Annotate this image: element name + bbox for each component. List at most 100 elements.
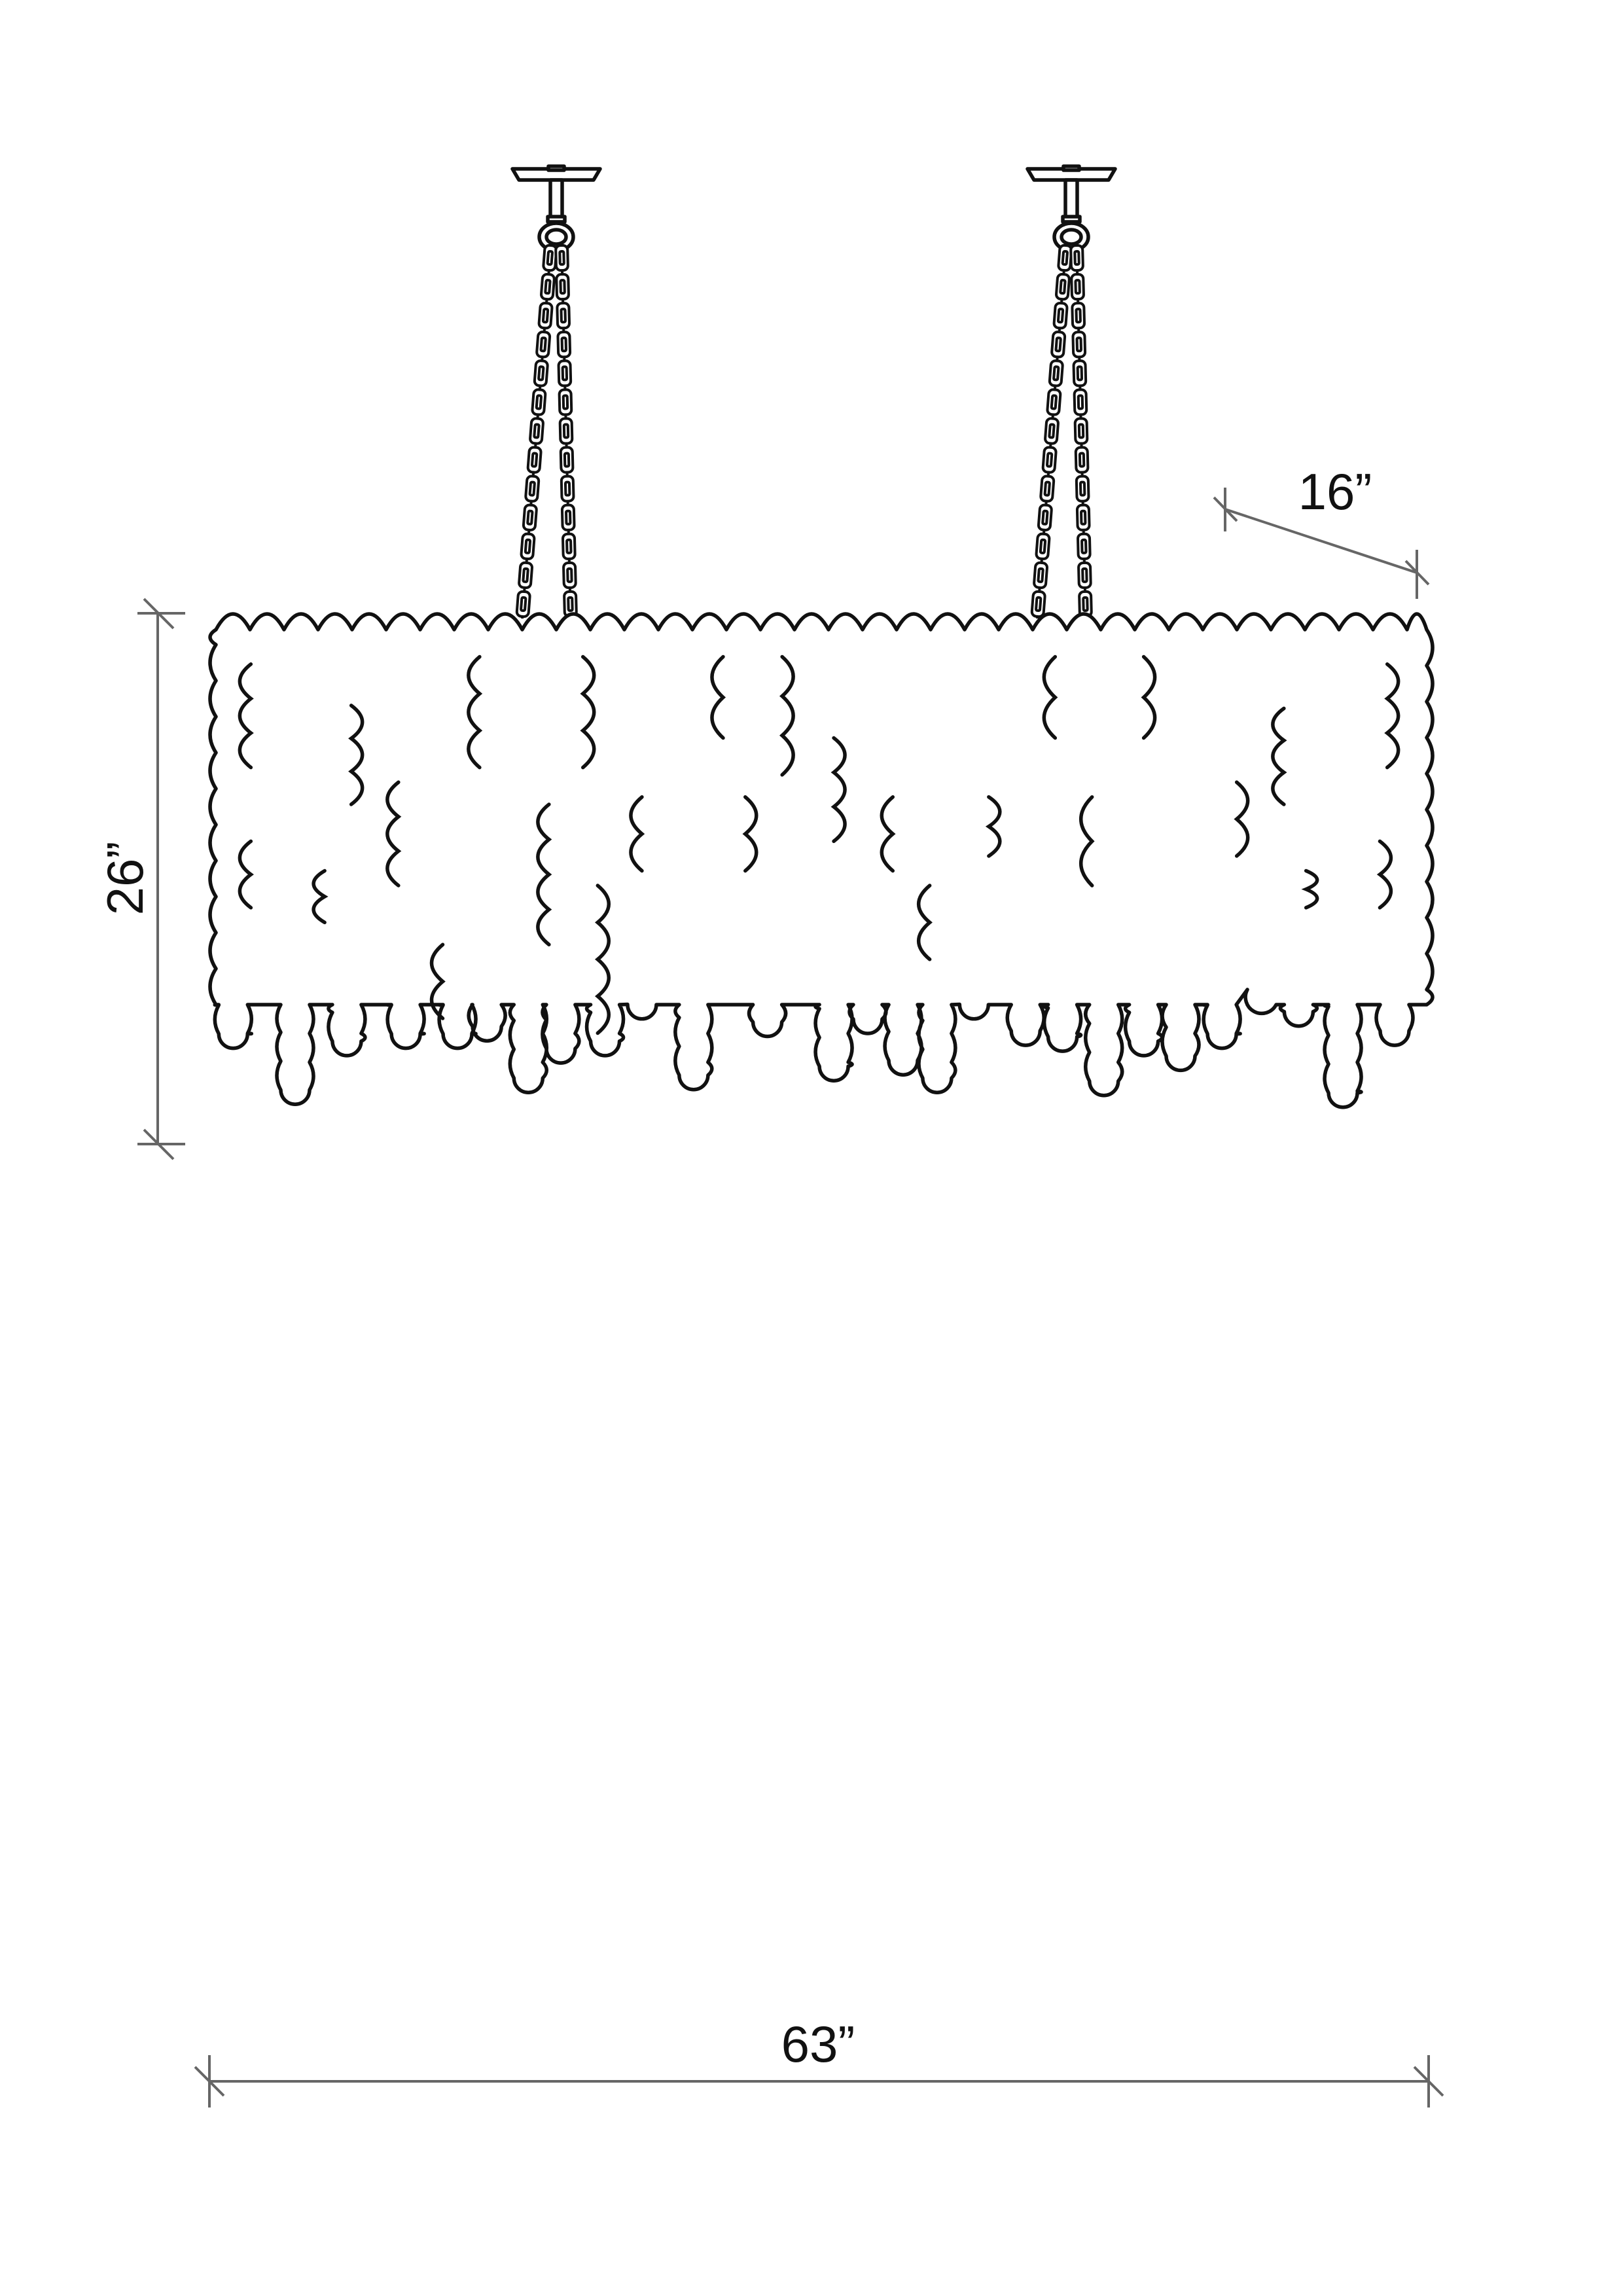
width-slash-right bbox=[1413, 2066, 1444, 2097]
canopy-cap bbox=[1061, 164, 1081, 172]
width-slash-left bbox=[194, 2066, 225, 2097]
chain-link-hole bbox=[1075, 308, 1082, 324]
chain-link-hole bbox=[1080, 509, 1087, 526]
strand-arc bbox=[742, 795, 758, 873]
chain-link-hole bbox=[567, 596, 574, 612]
strand-arc bbox=[1384, 662, 1400, 770]
chain-link-hole bbox=[1052, 365, 1060, 382]
ceiling-canopy bbox=[510, 167, 602, 182]
chain-link-hole bbox=[520, 596, 527, 613]
suspension-hardware bbox=[510, 164, 1117, 619]
chain-link-hole bbox=[1054, 336, 1062, 353]
chain-link-hole bbox=[528, 480, 536, 497]
chain-link-hole bbox=[1076, 365, 1084, 382]
strand-arc bbox=[1079, 795, 1095, 888]
chain-link-hole bbox=[1037, 567, 1044, 583]
strand-arc bbox=[594, 884, 611, 1035]
strand-arc bbox=[1301, 869, 1319, 910]
chain-link-hole bbox=[1048, 423, 1056, 439]
chain-link-hole bbox=[1059, 279, 1067, 295]
chandelier-body-outline bbox=[208, 612, 1435, 1109]
canopy-cap bbox=[546, 164, 566, 172]
chain-link-hole bbox=[1050, 394, 1058, 410]
chain-link-hole bbox=[1075, 336, 1082, 353]
stem bbox=[1063, 178, 1079, 220]
ceiling-canopy bbox=[1026, 167, 1117, 182]
strand-arc bbox=[1042, 655, 1058, 740]
strand-arc bbox=[429, 942, 446, 1020]
chain-link-hole bbox=[537, 365, 545, 382]
chain-link-hole bbox=[1078, 452, 1086, 468]
chain-link-hole bbox=[560, 336, 567, 353]
strand-arc bbox=[312, 869, 329, 925]
chain-link-hole bbox=[566, 567, 573, 583]
width-label: 63” bbox=[781, 2015, 855, 2073]
chain-link-hole bbox=[1081, 567, 1088, 583]
chain-link-hole bbox=[1041, 509, 1049, 526]
stem-collar bbox=[546, 215, 567, 224]
chain-ring-inner bbox=[1060, 228, 1083, 246]
height-slash-top bbox=[143, 598, 175, 630]
chain-link-hole bbox=[559, 279, 566, 295]
height-label: 26” bbox=[96, 842, 154, 916]
strand-arc bbox=[238, 839, 254, 910]
depth-dimension: 16” bbox=[1213, 463, 1430, 599]
chain-link-hole bbox=[1080, 538, 1088, 554]
chain-link-hole bbox=[535, 394, 543, 410]
chain-link-hole bbox=[1077, 423, 1085, 439]
strand-arc bbox=[238, 662, 254, 770]
chain-link-hole bbox=[563, 480, 571, 497]
chain-link-hole bbox=[531, 452, 539, 468]
strand-arc bbox=[385, 780, 402, 888]
strand-arc bbox=[348, 704, 365, 806]
chain-link-hole bbox=[539, 336, 547, 353]
chain-link-hole bbox=[558, 250, 565, 266]
chain-link-hole bbox=[562, 423, 570, 439]
chain-link-hole bbox=[563, 452, 571, 468]
depth-label: 16” bbox=[1298, 463, 1372, 520]
chain-link-hole bbox=[565, 538, 573, 554]
chain-link-hole bbox=[1061, 249, 1069, 266]
strand-arc bbox=[880, 795, 896, 873]
depth-dimension-line bbox=[1224, 508, 1418, 574]
chain-link-hole bbox=[1043, 480, 1051, 497]
chain-link-hole bbox=[546, 249, 554, 266]
chain-link-hole bbox=[533, 423, 541, 439]
strand-arc bbox=[830, 736, 847, 844]
strand-arc bbox=[1376, 839, 1393, 910]
chain-link-hole bbox=[522, 567, 529, 583]
chain-link-hole bbox=[1035, 596, 1043, 613]
chain-link-hole bbox=[565, 509, 572, 526]
strand-arc bbox=[536, 802, 552, 946]
chain-link-hole bbox=[1056, 308, 1065, 324]
chain-link-hole bbox=[560, 308, 567, 324]
strand-arc bbox=[1141, 655, 1157, 740]
chain-link-hole bbox=[1073, 250, 1080, 266]
strand-arc bbox=[467, 655, 483, 770]
chain-link-hole bbox=[1039, 538, 1047, 554]
chain-link-hole bbox=[1046, 452, 1054, 468]
height-slash-bottom bbox=[143, 1128, 175, 1160]
chain-link-hole bbox=[1082, 596, 1089, 612]
strand-arc bbox=[779, 655, 795, 777]
depth-slash-right bbox=[1404, 560, 1430, 586]
chain-link-hole bbox=[1079, 480, 1086, 497]
chain-ring-inner bbox=[544, 228, 568, 246]
strand-arc bbox=[917, 884, 933, 961]
chain-link-hole bbox=[544, 279, 552, 295]
stem bbox=[548, 178, 564, 220]
crystal-strand-details bbox=[238, 655, 1400, 1035]
height-dimension: 26” bbox=[96, 598, 185, 1160]
chain-link-hole bbox=[524, 538, 532, 554]
chain-link-hole bbox=[561, 365, 569, 382]
chain-link-hole bbox=[541, 308, 550, 324]
stem-collar bbox=[1061, 215, 1082, 224]
strand-arc bbox=[710, 655, 726, 740]
depth-slash-left bbox=[1213, 496, 1238, 522]
chain-link-hole bbox=[526, 509, 534, 526]
strand-arc bbox=[985, 795, 1002, 858]
strand-arc bbox=[1234, 780, 1250, 858]
strand-arc bbox=[580, 655, 596, 770]
